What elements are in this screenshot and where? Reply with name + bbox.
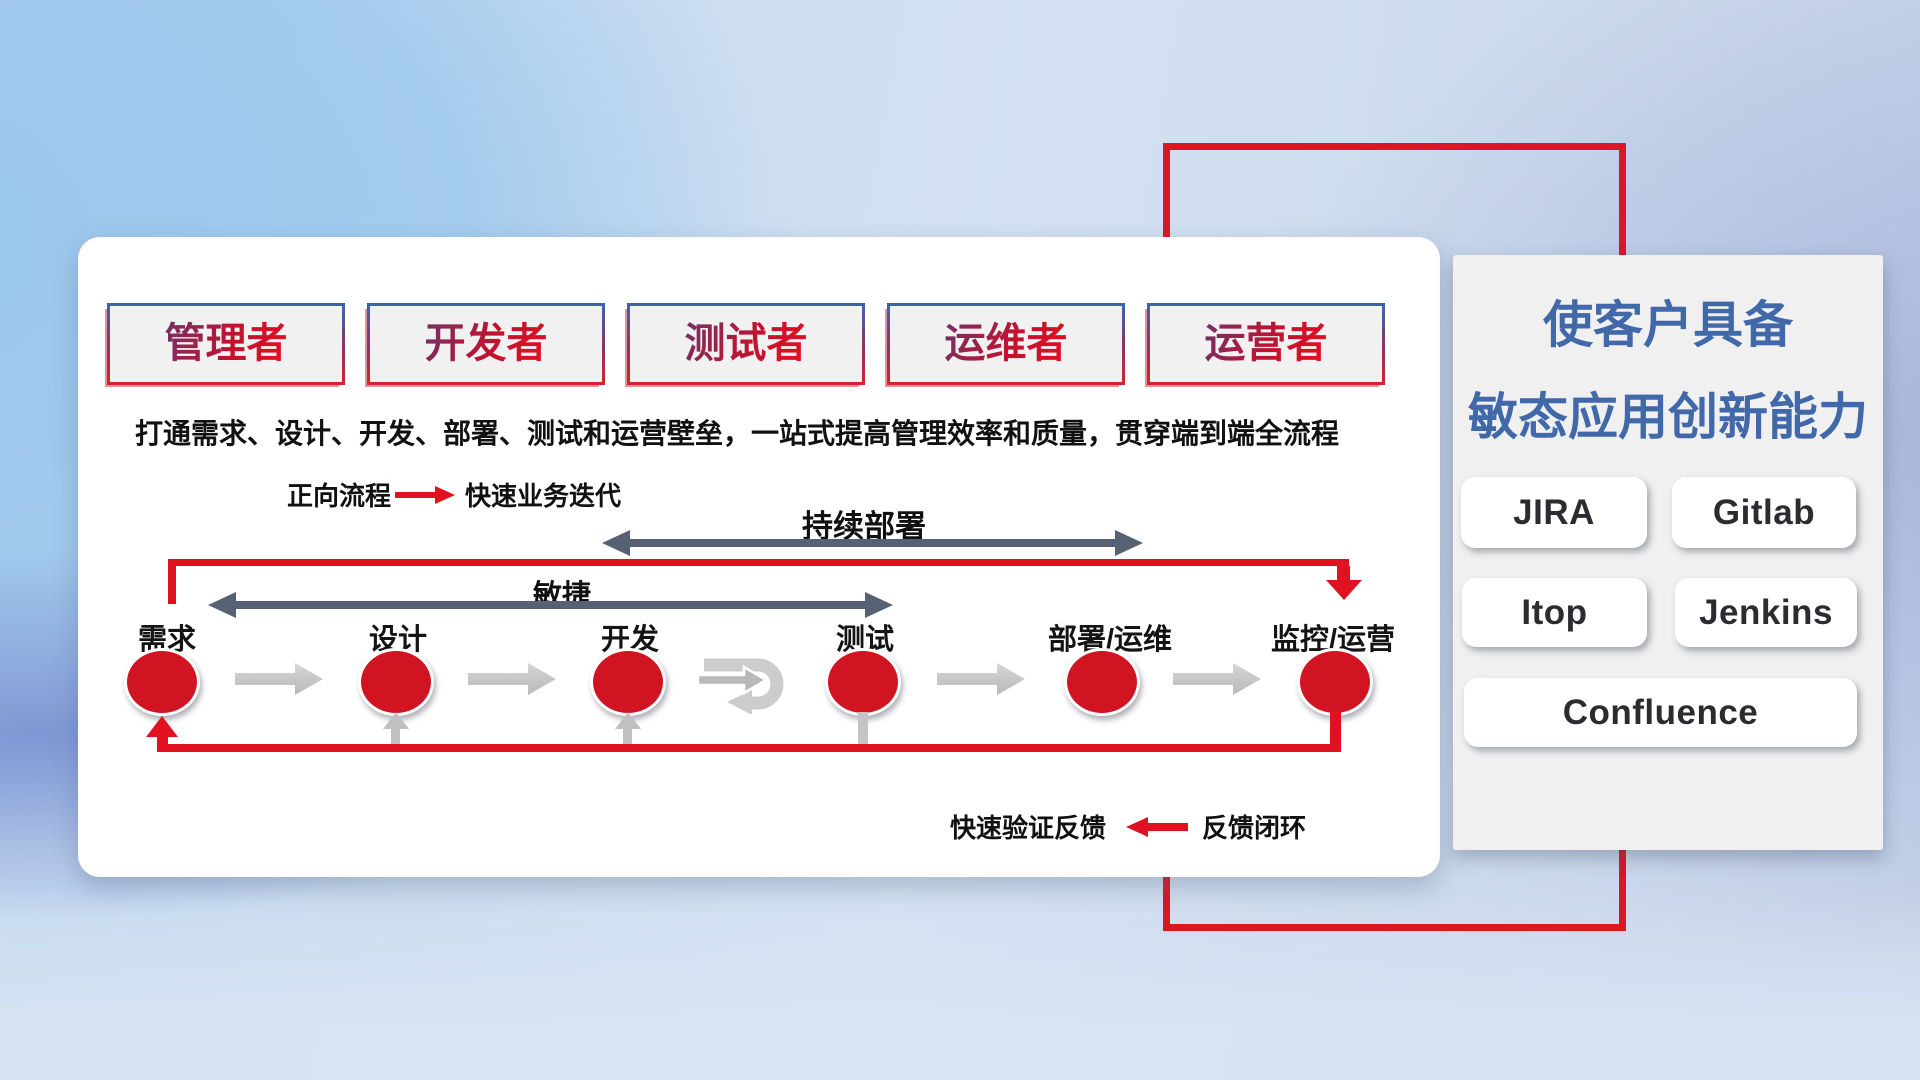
legend-feedback-label: 快速验证反馈: [950, 813, 1107, 843]
description-text: 打通需求、设计、开发、部署、测试和运营壁垒，一站式提高管理效率和质量，贯穿端到端…: [135, 418, 1340, 449]
agile-arrow: [208, 592, 893, 618]
tool-label: Itop: [1521, 592, 1588, 632]
flow-arrow-2: [468, 663, 556, 695]
up-arrow-develop-head: [615, 712, 641, 729]
tool-box-jenkins: Jenkins: [1675, 578, 1857, 647]
connector-bar-test: [858, 712, 868, 746]
tool-label: Gitlab: [1712, 492, 1816, 532]
up-arrow-develop-shaft: [623, 727, 632, 748]
role-box-manager: 管理者: [107, 303, 345, 385]
up-arrow-design-shaft: [391, 727, 400, 748]
capability-panel: [1453, 255, 1883, 850]
flow-arrow-3: [937, 663, 1025, 695]
tool-box-itop: Itop: [1462, 578, 1647, 647]
legend-feedback: 快速验证反馈 反馈闭环: [950, 808, 1306, 845]
feedback-line-right-vertical: [1330, 712, 1341, 748]
forward-loop-left-stub: [168, 559, 176, 604]
stage-circle-test: [825, 648, 901, 716]
legend-forward-value: 快速业务迭代: [465, 481, 622, 511]
tool-box-confluence: Confluence: [1464, 678, 1857, 747]
legend-forward-label: 正向流程: [287, 481, 392, 511]
stage-circle-design: [358, 648, 434, 716]
role-label: 运维者: [890, 306, 1122, 382]
legend-feedback-value: 反馈闭环: [1202, 813, 1307, 843]
up-arrow-design-head: [383, 712, 409, 729]
role-box-ops: 运维者: [887, 303, 1125, 385]
tool-box-jira: JIRA: [1461, 477, 1647, 548]
capability-title-line1: 使客户具备: [1543, 297, 1793, 353]
flow-arrow-1: [235, 663, 323, 695]
flow-arrow-4: [1173, 663, 1261, 695]
tool-box-gitlab: Gitlab: [1672, 477, 1856, 548]
role-box-tester: 测试者: [627, 303, 865, 385]
feedback-loop-bottom-line: [157, 744, 1341, 752]
stage-circle-monitor-operate: [1297, 648, 1373, 716]
feedback-arrow-icon: [1126, 816, 1189, 837]
continuous-deploy-label: 持续部署: [802, 509, 926, 544]
feedback-arrow-shaft: [157, 735, 168, 752]
tool-label: JIRA: [1513, 492, 1595, 532]
stage-circle-requirement: [124, 648, 200, 716]
continuous-deploy-arrow: [602, 530, 1143, 556]
iteration-loop-icon: [698, 658, 784, 714]
role-label: 开发者: [370, 306, 602, 382]
legend-forward: 正向流程 快速业务迭代: [287, 476, 621, 513]
role-box-operator: 运营者: [1147, 303, 1385, 385]
role-label: 管理者: [110, 306, 342, 382]
stage-circle-deploy-ops: [1064, 648, 1140, 716]
forward-loop-right-neck: [1337, 566, 1350, 580]
forward-loop-arrowhead: [1326, 580, 1362, 600]
role-box-developer: 开发者: [367, 303, 605, 385]
tool-label: Confluence: [1562, 692, 1759, 732]
tool-label: Jenkins: [1699, 592, 1833, 632]
capability-title-line2: 敏态应用创新能力: [1468, 389, 1868, 445]
forward-loop-top-line: [168, 559, 1349, 566]
stage-circle-develop: [590, 648, 666, 716]
role-label: 测试者: [630, 306, 862, 382]
role-label: 运营者: [1150, 306, 1382, 382]
feedback-arrowhead-up: [146, 716, 178, 737]
forward-arrow-icon: [395, 485, 456, 504]
